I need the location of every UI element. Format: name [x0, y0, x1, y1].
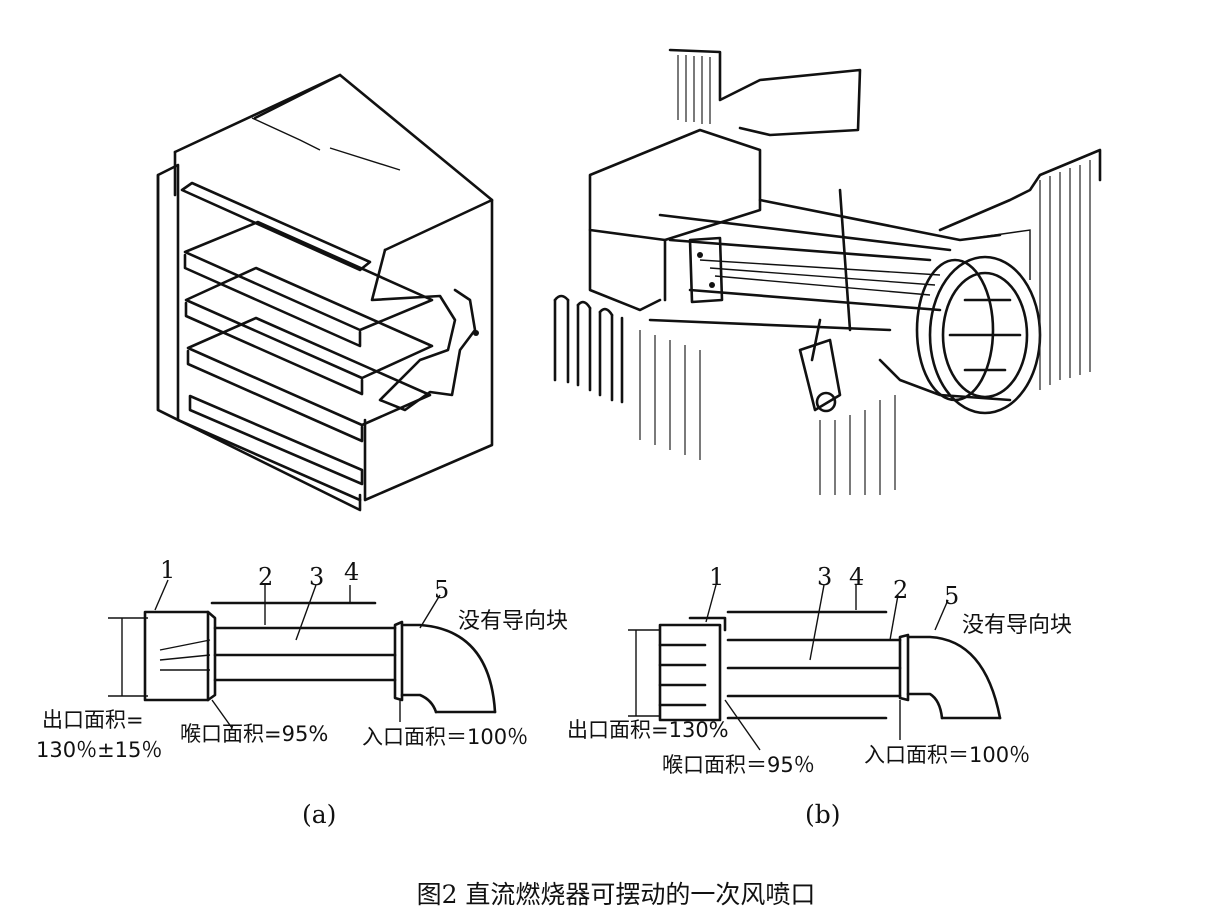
part-number-b-4: 4 [849, 563, 864, 591]
note-no-guide-block-a: 没有导向块 [458, 609, 568, 634]
part-number-a-2: 2 [258, 563, 273, 591]
inlet-area-b: 入口面积＝100％ [864, 743, 1030, 767]
figure-caption: 图2 直流燃烧器可摆动的一次风喷口 [417, 880, 816, 909]
schematic-b [628, 584, 1002, 751]
part-number-b-2: 2 [893, 576, 908, 604]
part-number-a-5: 5 [434, 576, 449, 604]
part-number-a-4: 4 [344, 558, 359, 586]
part-number-b-5: 5 [944, 582, 959, 610]
outlet-area-a-line1: 出口面积= [42, 708, 144, 732]
part-number-b-1: 1 [709, 563, 724, 591]
schematic-a [108, 579, 497, 729]
throat-area-b: 喉口面积＝95％ [662, 753, 815, 777]
outlet-area-b: 出口面积=130% [567, 718, 729, 742]
inlet-area-a: 入口面积＝100％ [362, 725, 528, 749]
water-wall-tubes [553, 294, 624, 404]
throat-area-a: 喉口面积=95% [180, 722, 328, 746]
illustration-b-burner-assembly [553, 48, 1102, 495]
sublabel-b: (b) [805, 800, 841, 829]
part-number-b-3: 3 [817, 563, 832, 591]
sublabel-a: (a) [302, 800, 336, 829]
outlet-area-a-line2: 130％±15％ [36, 738, 162, 762]
note-no-guide-block-b: 没有导向块 [962, 613, 1072, 638]
louver-blades [180, 181, 434, 486]
illustration-a-nozzle-box [156, 73, 494, 512]
part-number-a-3: 3 [309, 563, 324, 591]
part-number-a-1: 1 [160, 556, 175, 584]
